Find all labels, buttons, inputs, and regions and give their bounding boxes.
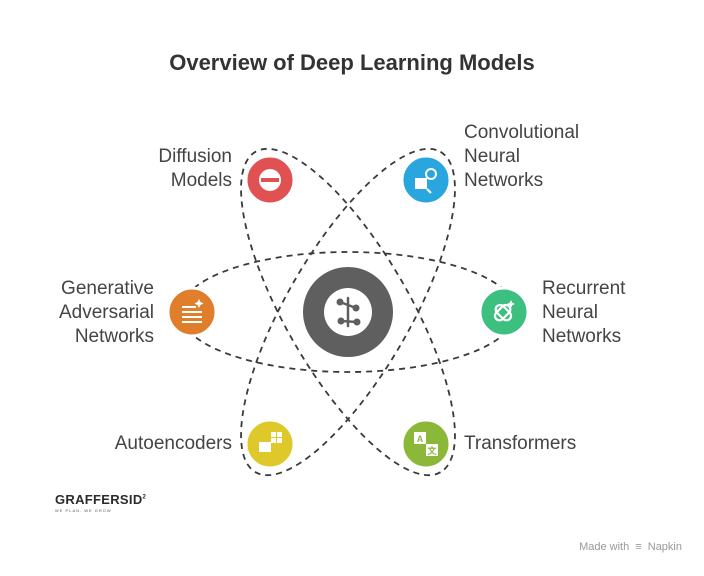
brain-circuit-icon <box>324 288 372 336</box>
diffusion-node <box>244 154 296 206</box>
svg-text:A: A <box>417 434 424 444</box>
cnn-label: Convolutional Neural Networks <box>464 122 580 191</box>
transformers-label: Transformers <box>464 433 577 454</box>
sparkle-list-icon <box>182 299 204 323</box>
center-node <box>299 263 397 361</box>
image-analysis-icon <box>415 168 437 194</box>
page-title: Overview of Deep Learning Models <box>169 50 535 75</box>
autoencoders-label: Autoencoders <box>114 433 232 454</box>
napkin-logo-icon: ≡ <box>635 541 642 553</box>
transformers-node: A 文 <box>400 418 452 470</box>
graffers-logo: GRAFFERSID2 WE PLAN. WE GROW <box>55 492 147 513</box>
diffusion-label: Diffusion Models <box>158 146 232 191</box>
gan-node <box>166 286 218 338</box>
svg-text:文: 文 <box>426 445 437 456</box>
made-with-napkin[interactable]: Made with ≡ Napkin <box>579 541 682 553</box>
autoencoders-node <box>244 418 296 470</box>
minus-circle-icon <box>259 169 281 191</box>
rnn-label: Recurrent Neural Networks <box>542 278 626 347</box>
translate-icon: A 文 <box>414 432 438 456</box>
gan-label: Generative Adversarial Networks <box>58 278 154 347</box>
loop-sparkle-icon <box>493 300 515 322</box>
orbit-diagonal-right <box>240 147 456 477</box>
orbit-diagonal-left <box>240 147 456 477</box>
cnn-node <box>400 154 452 206</box>
compress-icon <box>259 432 282 452</box>
rnn-node <box>478 286 530 338</box>
